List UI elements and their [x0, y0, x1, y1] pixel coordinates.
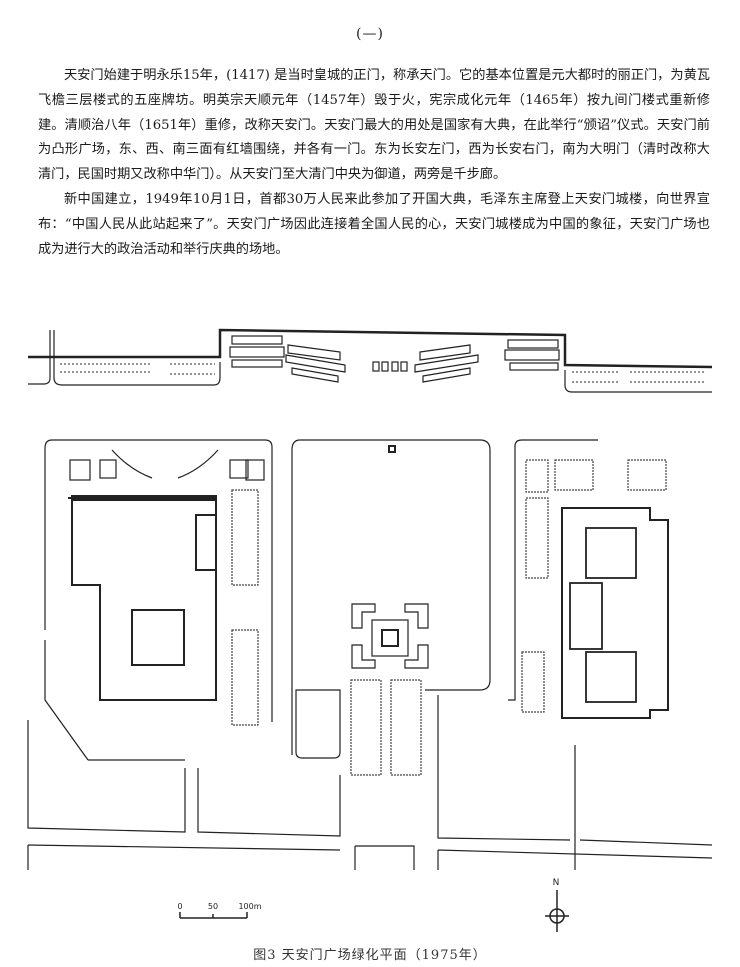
scale-tick-0: 0 — [177, 902, 182, 911]
section-marker: (—) — [356, 26, 384, 42]
body-text: 天安门始建于明永乐15年，(1417) 是当时皇城的正门，称承天门。它的基本位置… — [38, 64, 710, 262]
north-arrow-icon: N — [545, 878, 569, 932]
monument-people-heroes — [351, 603, 429, 669]
scale-tick-100: 100m — [238, 902, 261, 911]
paragraph-new-china: 新中国建立，1949年10月1日，首都30万人民来此参加了开国大典，毛泽东主席登… — [38, 191, 710, 257]
scale-tick-50: 50 — [208, 902, 218, 911]
square-plan-diagram: 0 50 100m N — [27, 328, 713, 932]
east-block-museum — [508, 439, 669, 870]
figure-caption: 图3 天安门广场绿化平面（1975年） — [253, 948, 487, 963]
scale-bar: 0 50 100m — [177, 902, 262, 919]
north-label: N — [553, 878, 560, 888]
west-block-great-hall — [44, 439, 273, 761]
south-streets — [27, 695, 713, 870]
paragraph-history: 天安门始建于明永乐15年，(1417) 是当时皇城的正门，称承天门。它的基本位置… — [38, 68, 710, 183]
central-square — [291, 439, 491, 776]
tiananmen-gate-area — [28, 328, 713, 393]
